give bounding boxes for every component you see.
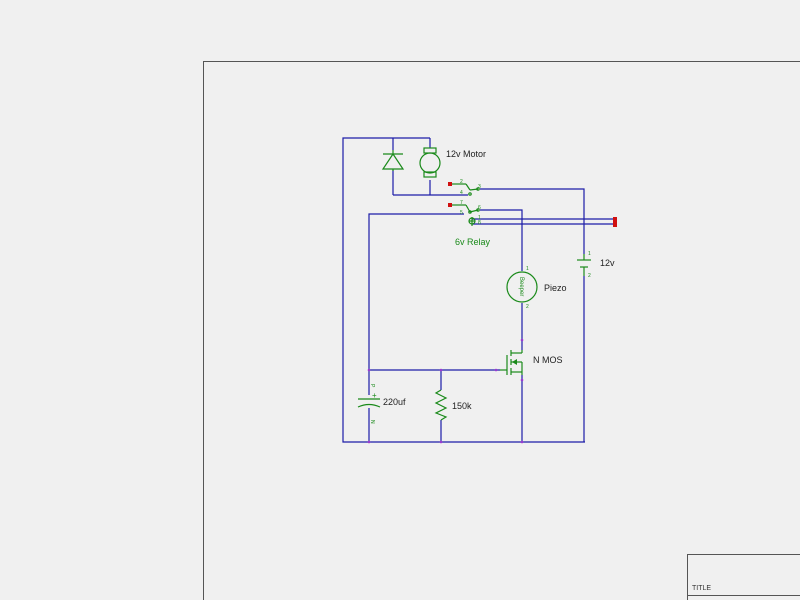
motor[interactable]: 12v Motor	[419, 147, 486, 178]
title-label: TITLE	[692, 585, 711, 592]
svg-text:+: +	[372, 391, 377, 400]
piezo-inner-text: Beeper	[518, 277, 524, 296]
capacitor[interactable]: + P N 220uf	[357, 384, 406, 424]
piezo-label: Piezo	[544, 283, 567, 293]
piezo[interactable]: Beeper 1 2 Piezo	[506, 266, 567, 310]
svg-text:1: 1	[588, 251, 591, 257]
resistor[interactable]: 150k	[434, 389, 472, 421]
junctions	[367, 338, 524, 444]
svg-text:2: 2	[526, 304, 529, 310]
svg-text:1: 1	[478, 215, 481, 221]
diode[interactable]	[381, 150, 405, 171]
mosfet-label: N MOS	[533, 355, 563, 365]
battery[interactable]: 1 2 12v	[577, 251, 615, 279]
svg-text:4: 4	[460, 190, 463, 196]
svg-text:2: 2	[588, 273, 591, 279]
motor-label: 12v Motor	[446, 149, 486, 159]
output-terminal[interactable]	[613, 217, 617, 227]
capacitor-label: 220uf	[383, 397, 406, 407]
wires[interactable]	[342, 137, 614, 443]
relay-terminal-bottom[interactable]	[448, 203, 452, 207]
svg-text:6: 6	[478, 205, 481, 211]
svg-text:2: 2	[460, 179, 463, 185]
resistor-label: 150k	[452, 401, 472, 411]
title-block: TITLE	[687, 554, 800, 600]
svg-text:P: P	[369, 384, 375, 388]
svg-text:N: N	[369, 420, 375, 424]
relay[interactable]: 2 3 4 7 6 5 1 8 6v Relay	[448, 179, 491, 247]
svg-text:3: 3	[478, 184, 481, 190]
sheet-border	[203, 61, 800, 600]
relay-label: 6v Relay	[455, 237, 491, 247]
svg-text:7: 7	[460, 200, 463, 206]
svg-text:1: 1	[526, 266, 529, 272]
mosfet[interactable]: N MOS	[500, 350, 563, 375]
svg-text:5: 5	[460, 210, 463, 216]
relay-terminal-top[interactable]	[448, 182, 452, 186]
battery-label: 12v	[600, 258, 615, 268]
svg-text:8: 8	[478, 220, 481, 226]
